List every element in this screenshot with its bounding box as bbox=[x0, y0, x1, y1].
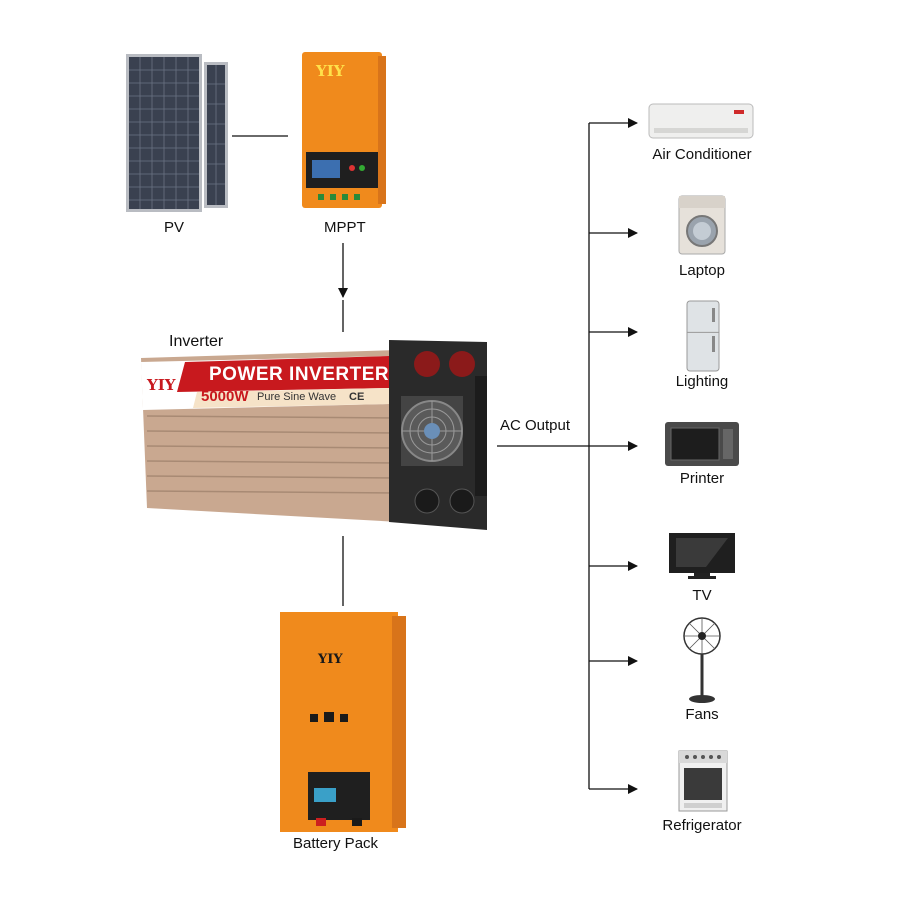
load-label: Laptop bbox=[679, 262, 725, 279]
stove-icon bbox=[678, 750, 728, 812]
load-label: Fans bbox=[685, 706, 719, 723]
battery-logo: YIY bbox=[318, 652, 343, 667]
washing-machine-icon bbox=[678, 195, 726, 255]
inverter-title: POWER INVERTER bbox=[209, 364, 390, 385]
tv-icon bbox=[668, 532, 736, 582]
pv-label: PV bbox=[164, 219, 185, 236]
load-label: Printer bbox=[679, 470, 725, 487]
pv-panel-image bbox=[126, 54, 236, 214]
air-conditioner-icon bbox=[648, 102, 754, 142]
inverter-logo: YIY bbox=[147, 376, 176, 394]
microwave-icon bbox=[664, 421, 740, 469]
fan-icon bbox=[682, 616, 722, 704]
inverter-image: YIY POWER INVERTER 5000W Pure Sine Wave … bbox=[137, 336, 497, 532]
load-label: TV bbox=[692, 587, 712, 604]
ac-output-label: AC Output bbox=[500, 417, 571, 434]
mppt-logo: YIY bbox=[316, 62, 345, 80]
load-label: Lighting bbox=[675, 373, 729, 390]
refrigerator-icon bbox=[686, 300, 720, 372]
inverter-label: Inverter bbox=[169, 333, 224, 350]
inverter-power: 5000W bbox=[201, 388, 249, 405]
inverter-ce-mark: CE bbox=[349, 391, 365, 403]
mppt-label: MPPT bbox=[324, 219, 366, 236]
load-label: Air Conditioner bbox=[652, 146, 752, 163]
load-label: Refrigerator bbox=[662, 817, 742, 834]
battery-label: Battery Pack bbox=[293, 835, 379, 852]
mppt-controller-image: YIY bbox=[300, 52, 390, 210]
battery-pack-image: YIY bbox=[280, 612, 410, 834]
inverter-wave: Pure Sine Wave bbox=[257, 391, 337, 403]
